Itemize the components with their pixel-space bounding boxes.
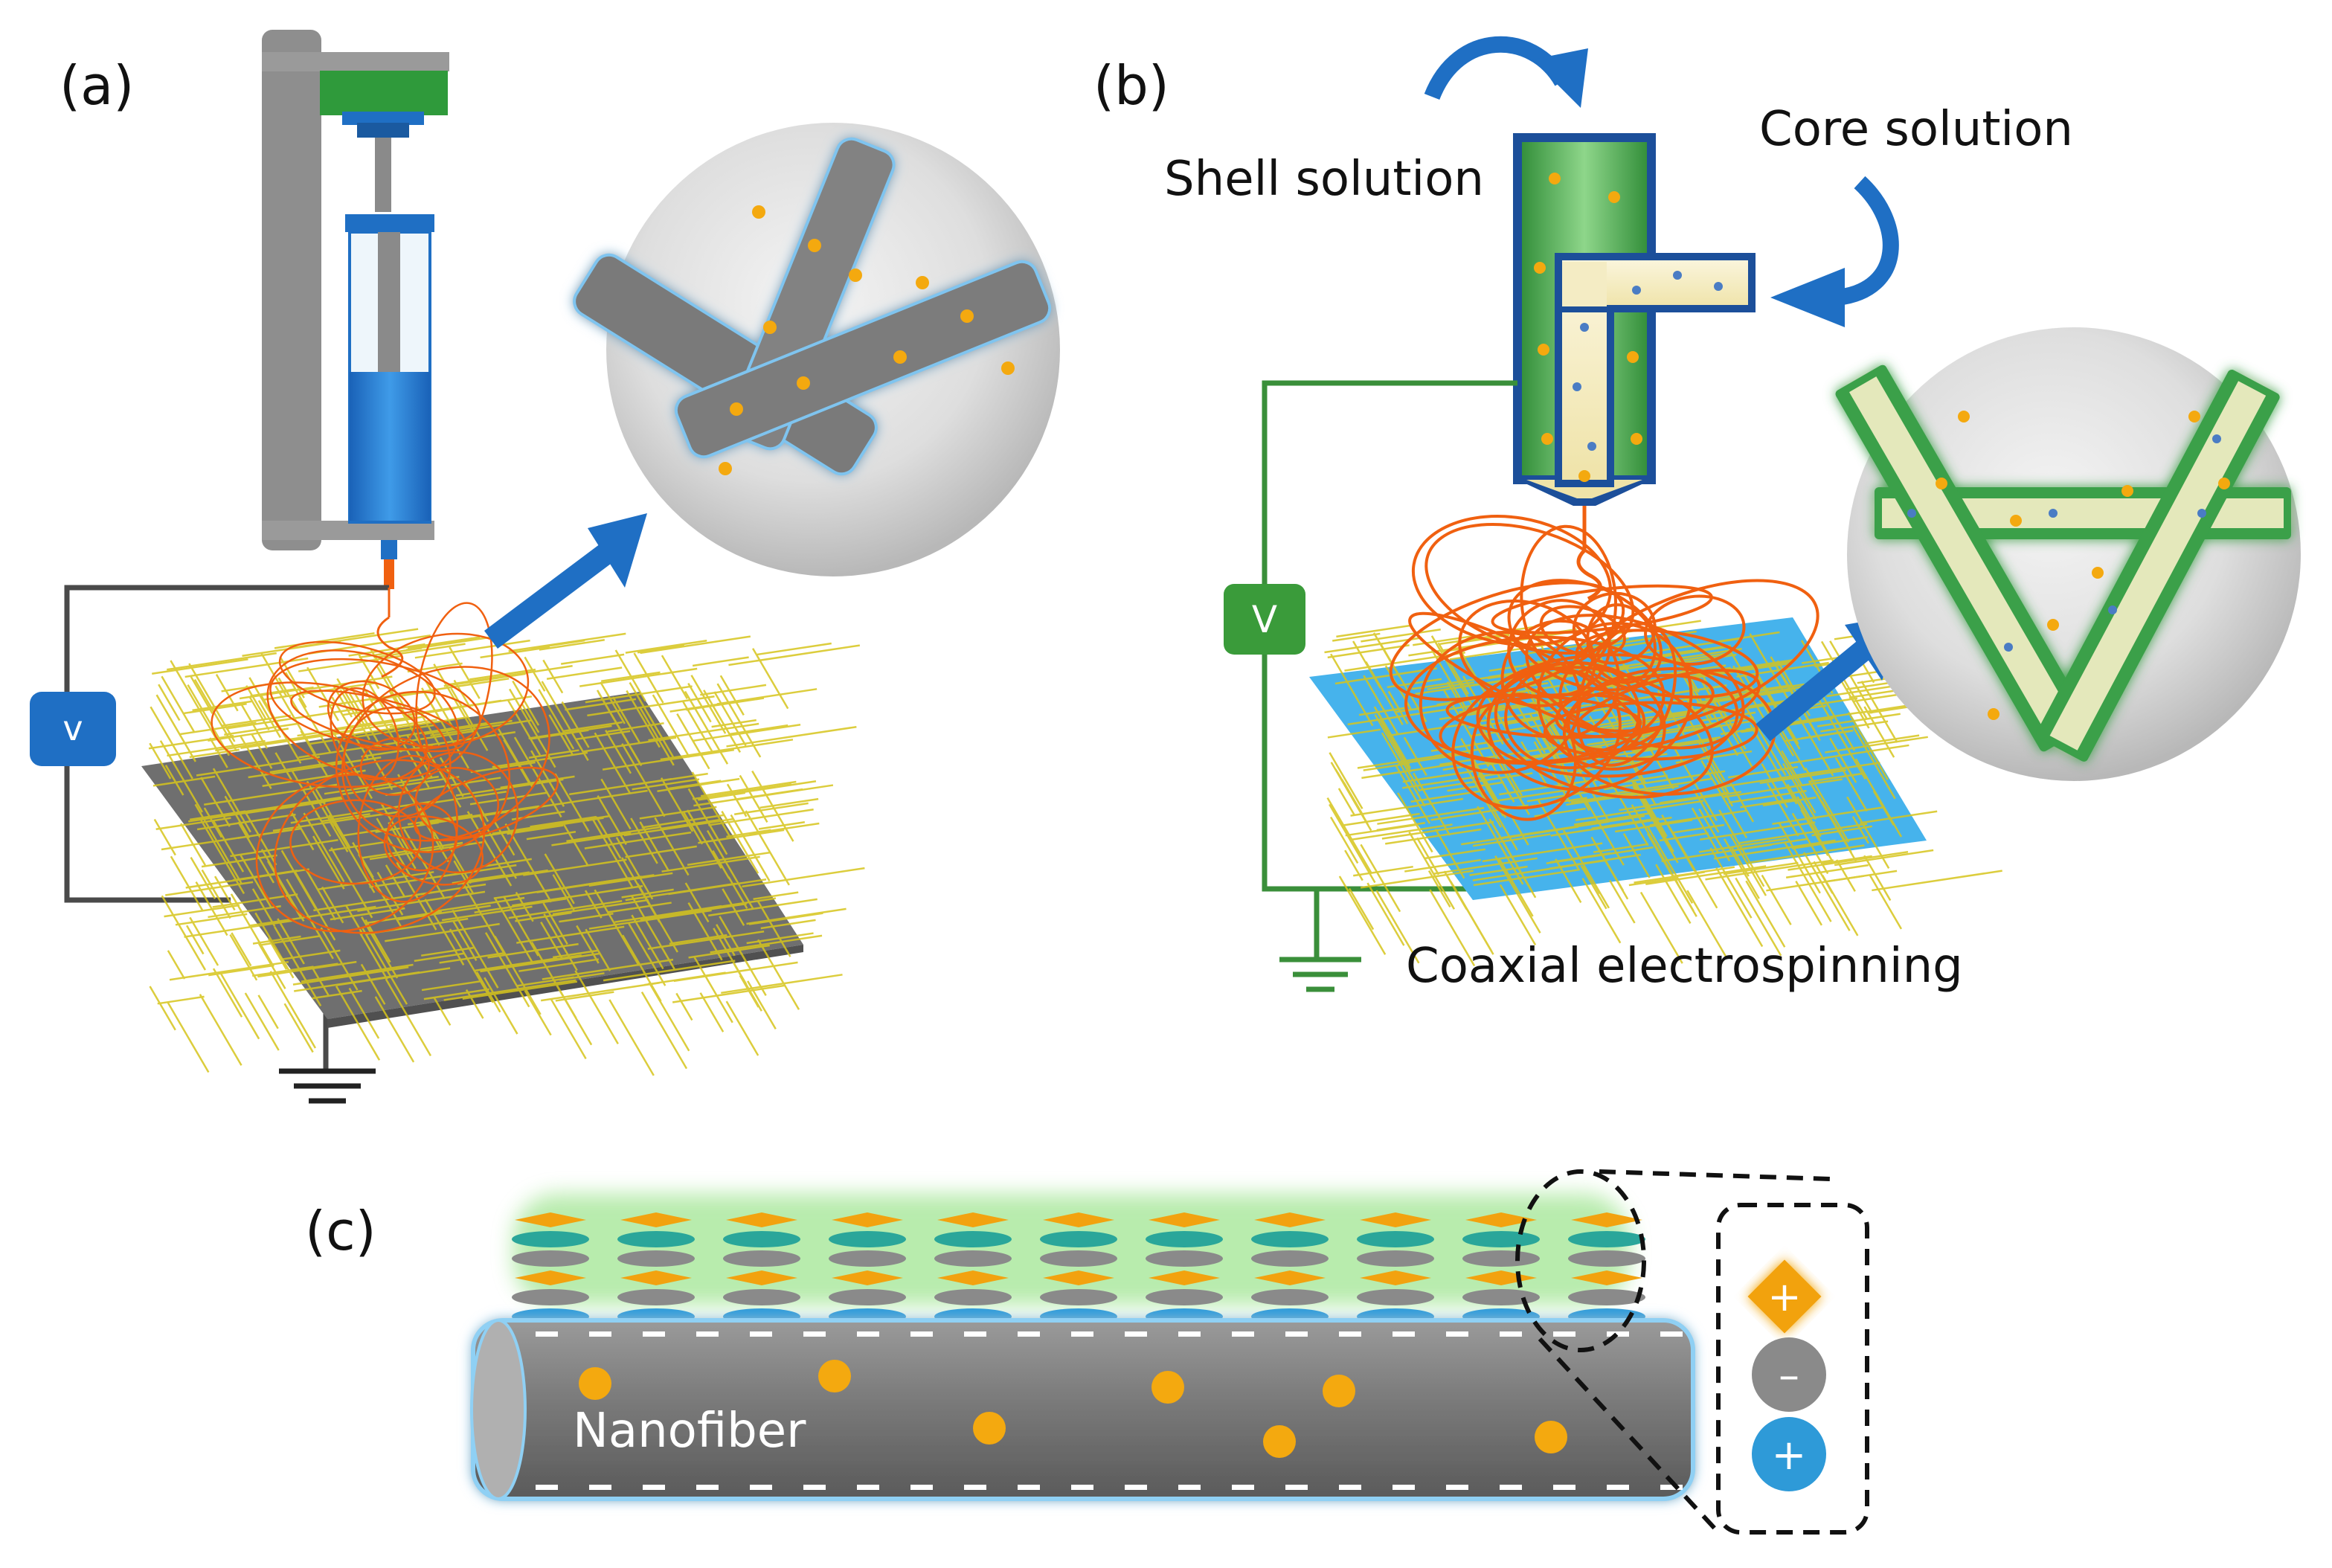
voltage-label-a: v — [62, 708, 83, 748]
syringe — [345, 214, 434, 589]
coaxial-nozzle — [1513, 133, 1756, 506]
charge-top-symbol: + — [1767, 1273, 1801, 1320]
electrospinning-jet-a — [211, 588, 559, 934]
magnified-fibers-a — [573, 123, 1060, 576]
syringe-pump-stand — [262, 30, 449, 550]
core-solution-label: Core solution — [1759, 102, 2073, 157]
charge-middle-symbol: – — [1779, 1352, 1799, 1400]
panel-a-label: (a) — [60, 54, 134, 117]
panel-b-label: (b) — [1093, 54, 1169, 117]
nanofiber-label: Nanofiber — [573, 1404, 806, 1459]
zoom-arrow-a — [484, 542, 617, 649]
zoom-arrowhead-a — [588, 513, 647, 588]
zoom-arrow-b — [1756, 638, 1875, 742]
voltage-source-a — [30, 692, 116, 766]
coaxial-caption: Coaxial electrospinning — [1406, 939, 1963, 994]
nanofiber: Nanofiber — [470, 1318, 1695, 1501]
charge-legend: + – + — [1747, 1259, 1826, 1491]
panel-c-label: (c) — [305, 1200, 376, 1262]
magnified-fibers-b — [1835, 327, 2301, 781]
core-inflow-arrowhead — [1770, 268, 1845, 327]
surface-charges-bottom — [536, 1485, 1683, 1490]
voltage-label-b: V — [1252, 598, 1277, 641]
shell-inflow-arrow — [1424, 36, 1570, 100]
voltage-circuit-b: V — [1224, 380, 1517, 992]
zoom-callout — [1515, 1169, 1869, 1535]
voltage-source-b — [1224, 584, 1305, 655]
panel-a: (a) v — [30, 30, 1060, 1104]
charge-bottom-symbol: + — [1772, 1431, 1807, 1479]
nanofiber-particles — [579, 1360, 1567, 1458]
electrospinning-jet-b — [1389, 506, 1819, 821]
voltage-circuit-a: v — [30, 585, 389, 1104]
core-inflow-arrow — [1836, 176, 1899, 306]
panel-b: (b) Shell solution Core solution — [1093, 36, 2301, 994]
surface-charges-top — [536, 1331, 1683, 1337]
shell-inflow-arrowhead — [1532, 48, 1588, 108]
panel-c: (c) Nanofiber + — [305, 1169, 1869, 1535]
shell-solution-label: Shell solution — [1164, 152, 1484, 207]
